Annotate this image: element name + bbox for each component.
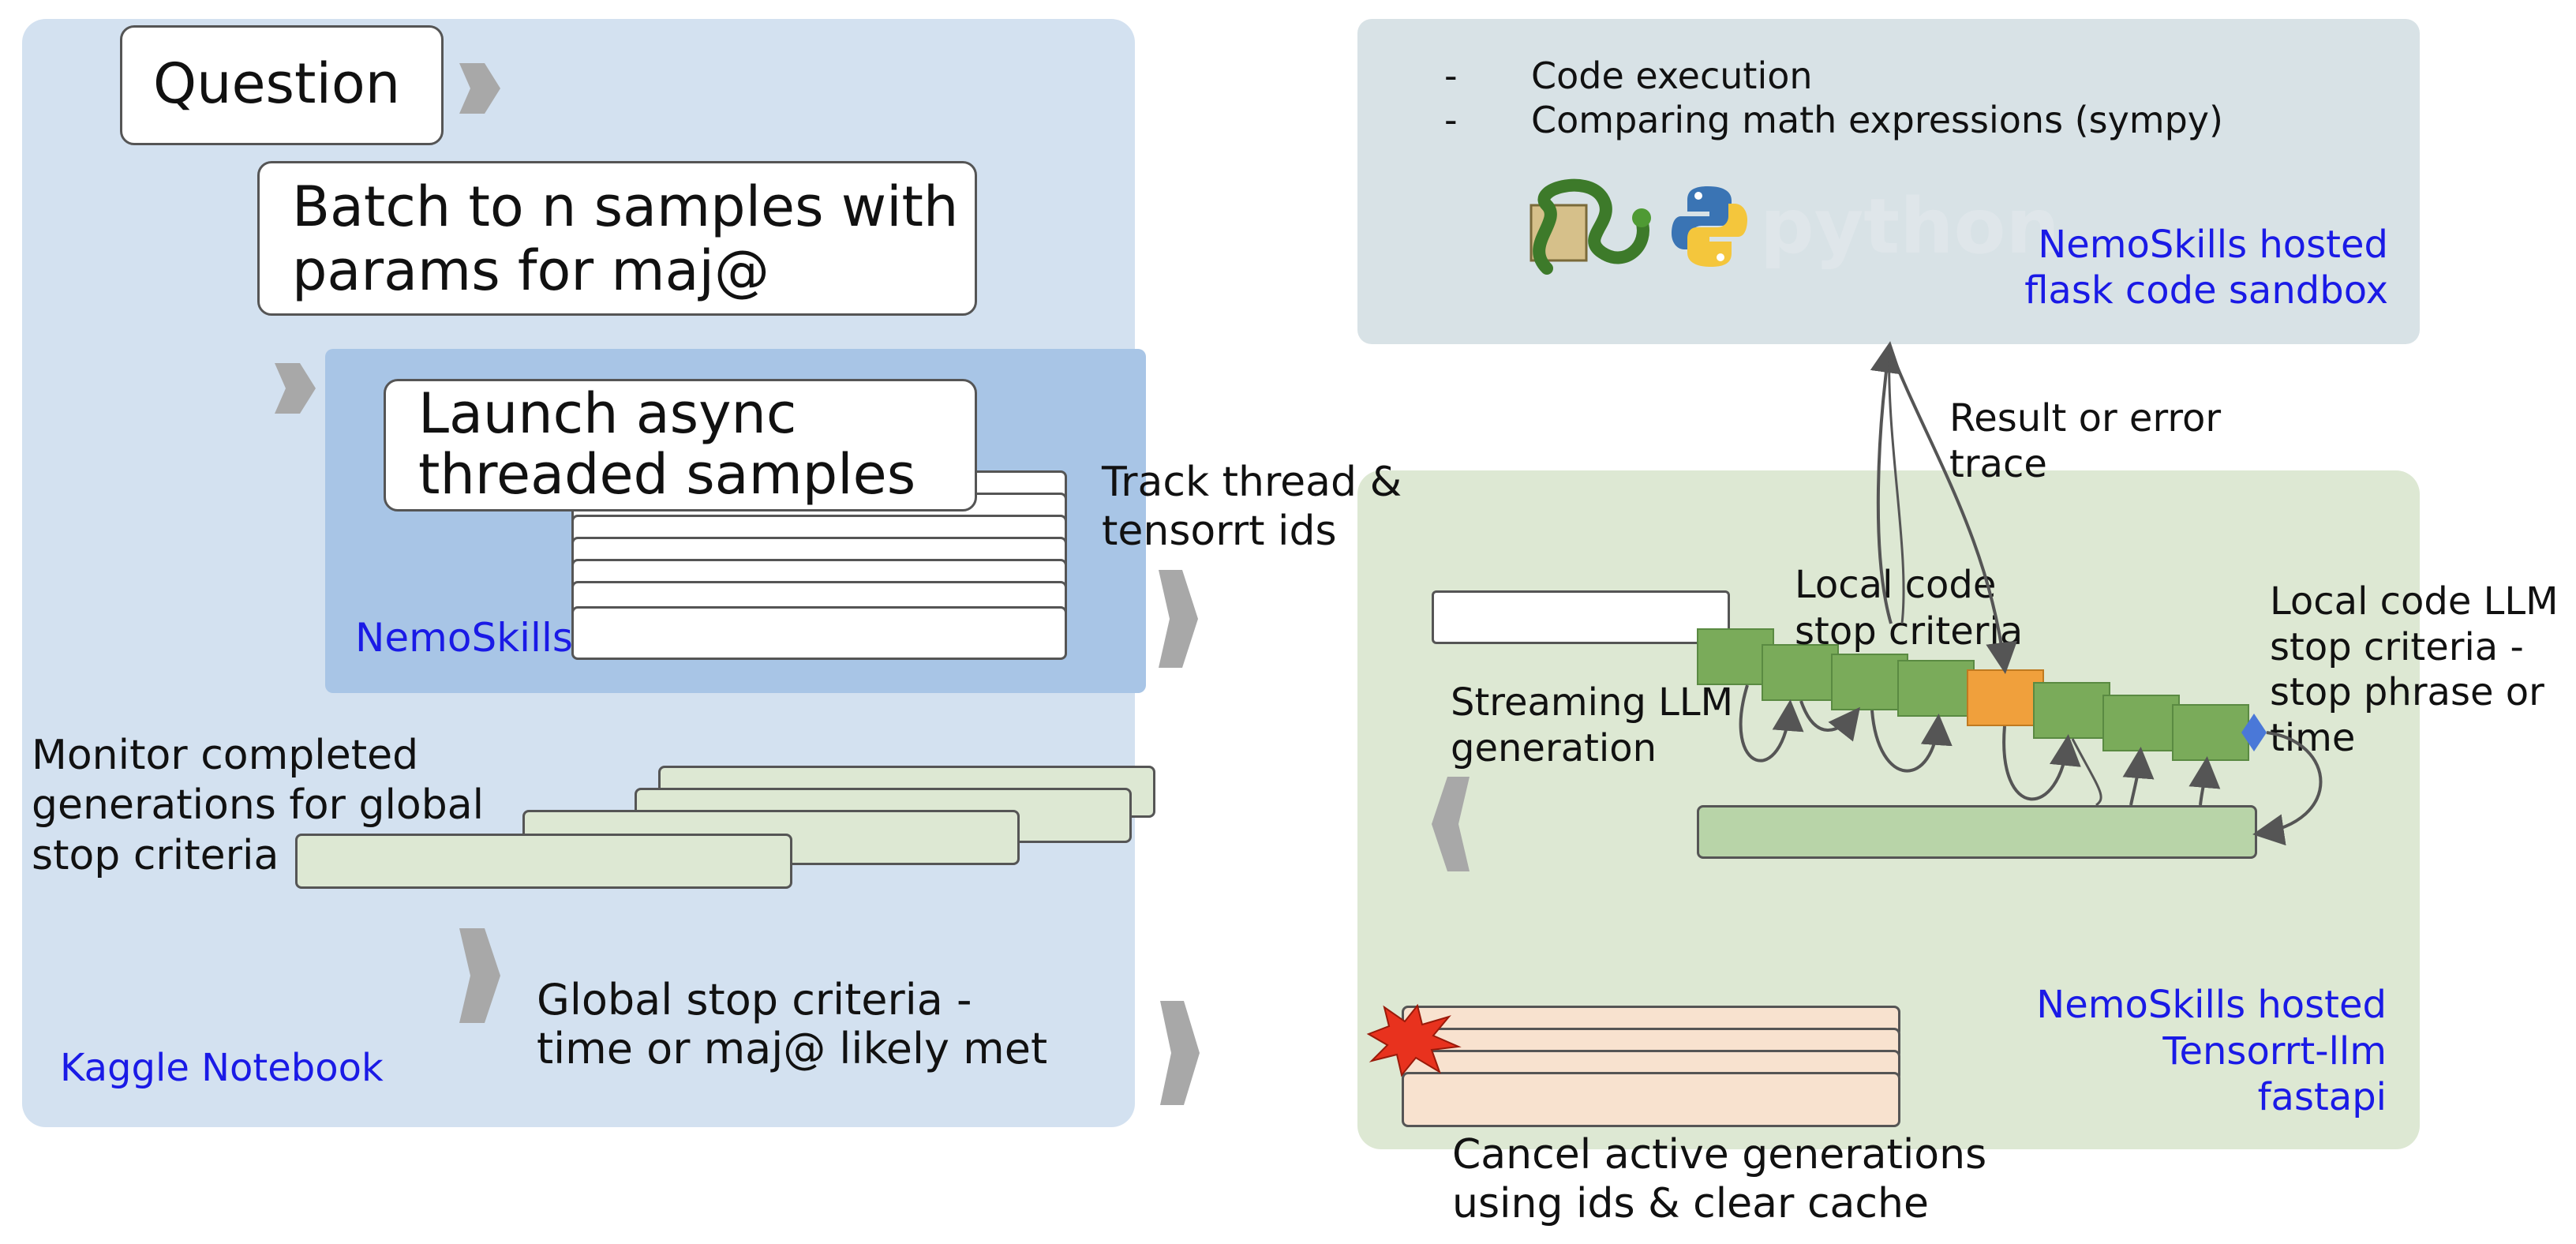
batch-text: Batch to n samples with params for maj@ [292, 174, 959, 303]
streaming-llm-text: Streaming LLM generation [1451, 680, 1734, 770]
llm-stop-text: Local code LLM stop criteria - stop phra… [2270, 579, 2559, 760]
token-box [1831, 654, 1908, 710]
result-trace-text: Result or error trace [1949, 396, 2222, 486]
launch-text: Launch async threaded samples [418, 381, 916, 507]
generation-card [295, 834, 792, 889]
sandbox-label: NemoSkills hosted flask code sandbox [2024, 223, 2388, 313]
tensorrt-server-label: NemoSkills hosted Tensorrt-llm fastapi [2036, 983, 2387, 1120]
token-box-stop [1967, 669, 2044, 726]
bullet-code-execution: Code execution [1531, 54, 1813, 97]
step-arrows [275, 63, 1470, 1105]
bullet-compare-math: Comparing math expressions (sympy) [1531, 99, 2223, 141]
token-box [1697, 628, 1774, 685]
cancel-burst-icon [1366, 1003, 1462, 1077]
bullet-dash: - [1444, 54, 1458, 97]
python-wordmark: python [1760, 182, 2060, 271]
step-arrow-icon [275, 363, 316, 414]
global-stop-text: Global stop criteria - time or maj@ like… [537, 975, 1048, 1074]
step-arrow-icon [1159, 570, 1198, 668]
monitor-text: Monitor completed generations for global… [32, 732, 485, 879]
step-arrow-icon [459, 928, 500, 1023]
nemoskills-client-label: NemoSkills [355, 615, 573, 661]
step-arrow-icon [1432, 777, 1470, 871]
step-arrow-icon [1160, 1001, 1200, 1105]
code-sandbox-panel [1357, 19, 2420, 344]
launch-box [384, 379, 977, 511]
python-logo-icon [1672, 186, 1747, 267]
step-arrow-icon [459, 63, 500, 114]
stop-diamond-icon [2241, 714, 2267, 751]
bullet-dash: - [1444, 99, 1458, 141]
active-generation-card [1402, 1072, 1900, 1127]
token-box [1762, 644, 1839, 701]
cancel-generations-text: Cancel active generations using ids & cl… [1452, 1131, 1987, 1228]
token-box [1897, 660, 1975, 717]
track-ids-text: Track thread & tensorrt ids [1102, 459, 1402, 556]
prompt-input-box [1432, 590, 1730, 644]
sympy-logo-icon [1530, 178, 1651, 275]
batch-box [257, 161, 977, 316]
kaggle-notebook-label: Kaggle Notebook [60, 1046, 384, 1090]
question-box [120, 25, 444, 145]
question-text: Question [153, 51, 401, 116]
sample-card [571, 606, 1067, 660]
